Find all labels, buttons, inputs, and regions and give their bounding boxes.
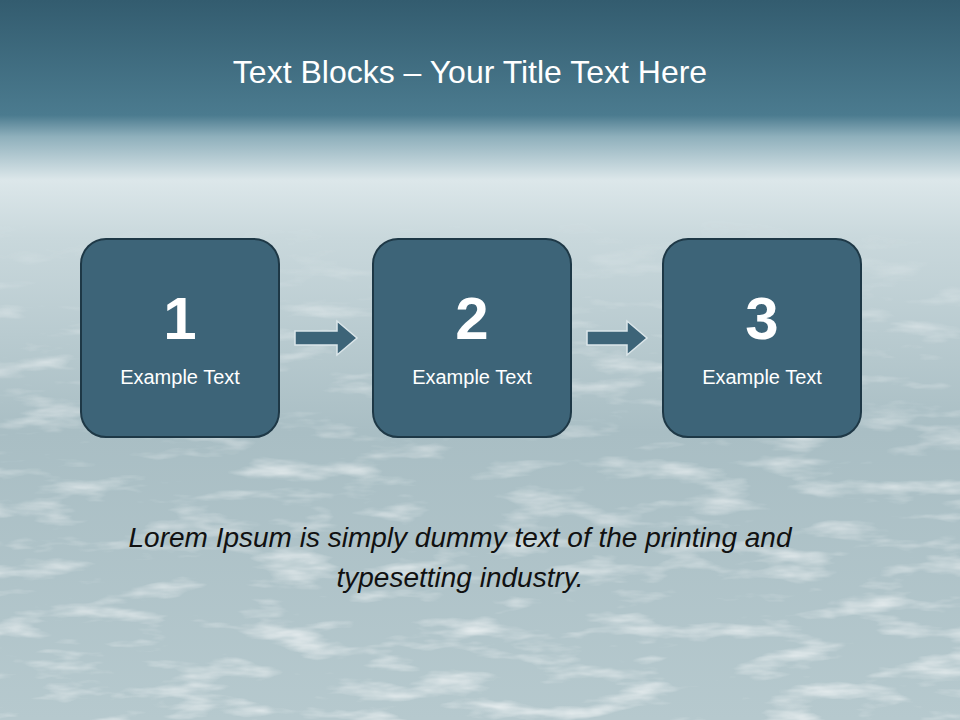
step-text: Example Text bbox=[120, 364, 240, 390]
block-arrow bbox=[295, 321, 357, 355]
step-text: Example Text bbox=[412, 364, 532, 390]
step-number: 2 bbox=[455, 286, 488, 352]
step-box: 1Example Text bbox=[80, 238, 280, 438]
step-box: 2Example Text bbox=[372, 238, 572, 438]
slide-title: Text Blocks – Your Title Text Here bbox=[0, 54, 940, 91]
block-arrow bbox=[587, 321, 647, 355]
step-text: Example Text bbox=[702, 364, 822, 390]
step-box: 3Example Text bbox=[662, 238, 862, 438]
step-number: 1 bbox=[163, 286, 196, 352]
step-number: 3 bbox=[745, 286, 778, 352]
caption-text: Lorem Ipsum is simply dummy text of the … bbox=[90, 518, 830, 598]
